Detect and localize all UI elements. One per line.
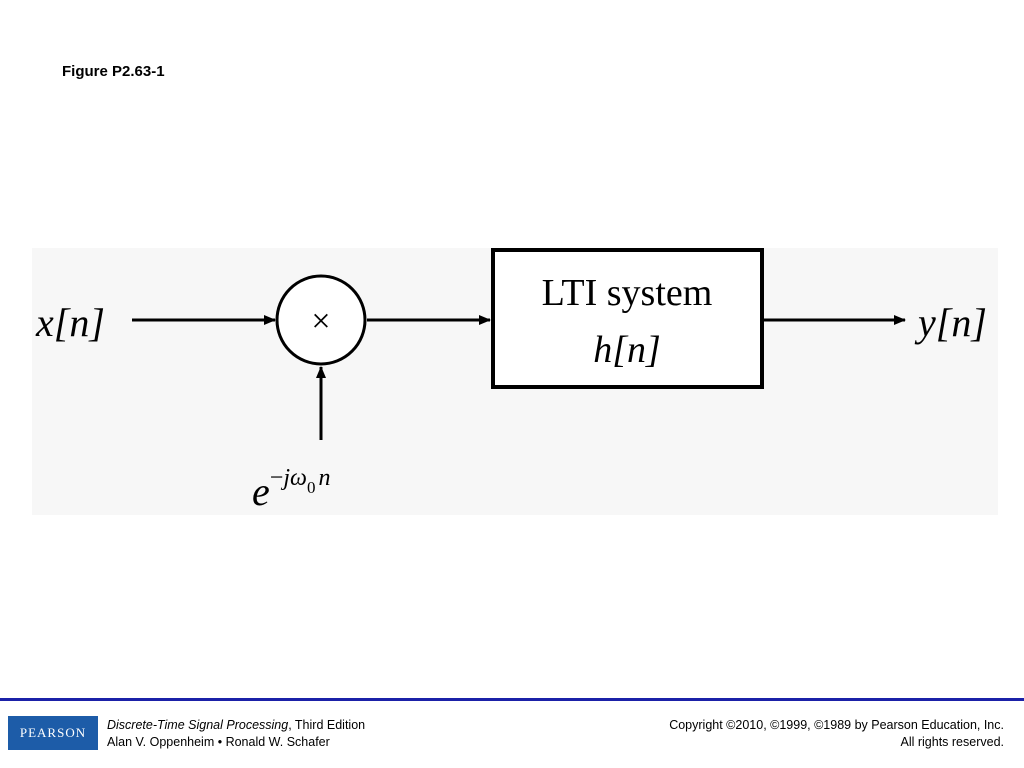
modulation-exp-n: n bbox=[318, 465, 330, 491]
footer-rule bbox=[0, 698, 1024, 701]
modulation-exp-sign: − bbox=[270, 465, 284, 491]
system-label: LTI system bbox=[542, 272, 713, 314]
multiply-icon: × bbox=[311, 303, 330, 340]
modulation-exp-omega: ω bbox=[290, 465, 307, 491]
impulse-response-label: h[n] bbox=[593, 329, 661, 371]
multiplier-node bbox=[275, 274, 367, 366]
copyright-line: Copyright ©2010, ©1999, ©1989 by Pearson… bbox=[669, 718, 1004, 732]
modulation-exp-j: j bbox=[280, 465, 290, 491]
book-title: Discrete-Time Signal Processing bbox=[107, 718, 289, 732]
book-authors: Alan V. Oppenheim • Ronald W. Schafer bbox=[107, 735, 330, 749]
output-signal-label: y[n] bbox=[914, 300, 987, 345]
book-edition: , Third Edition bbox=[288, 718, 366, 732]
copyright-info: Copyright ©2010, ©1999, ©1989 by Pearson… bbox=[669, 717, 1004, 751]
logo-text: PEARSON bbox=[19, 725, 87, 740]
modulation-exp-sub: 0 bbox=[307, 478, 316, 497]
lti-system-block bbox=[491, 248, 764, 389]
input-signal-label: x[n] bbox=[35, 300, 105, 345]
rights-line: All rights reserved. bbox=[900, 735, 1004, 749]
book-title-line: Discrete-Time Signal Processing, Third E… bbox=[107, 717, 365, 734]
modulation-base: e bbox=[252, 469, 270, 514]
pearson-logo: PEARSON bbox=[8, 716, 98, 750]
book-info: Discrete-Time Signal Processing, Third E… bbox=[107, 717, 365, 751]
figure-title: Figure P2.63-1 bbox=[62, 63, 165, 80]
